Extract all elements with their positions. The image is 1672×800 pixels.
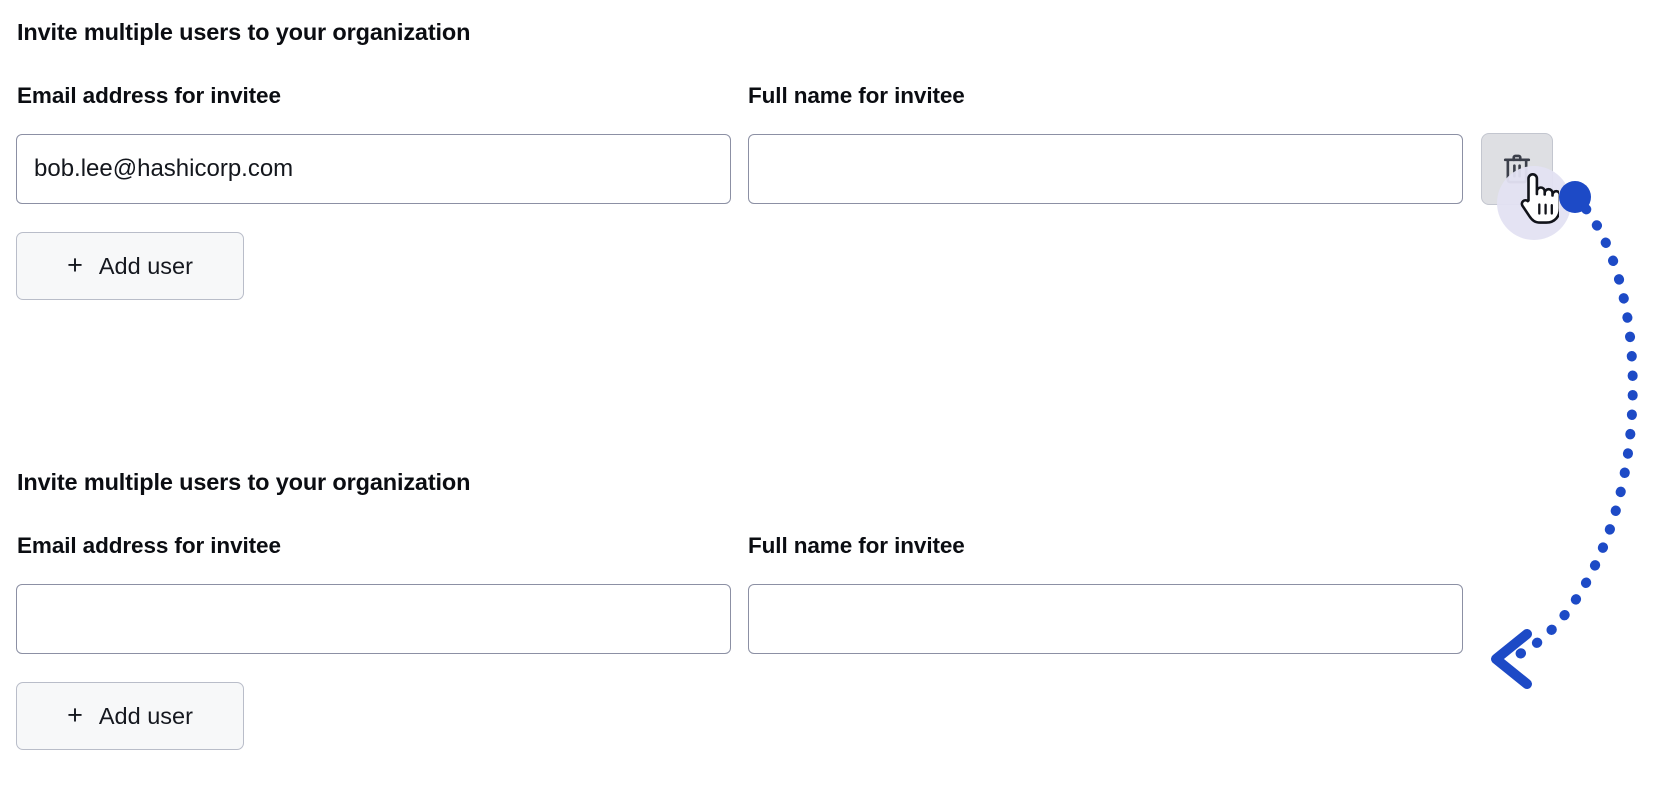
fullname-field-label-2: Full name for invitee [748, 533, 965, 558]
page-title-2: Invite multiple users to your organizati… [17, 469, 471, 495]
fullname-input[interactable] [748, 134, 1463, 204]
add-user-button-label: Add user [98, 252, 193, 279]
page-title: Invite multiple users to your organizati… [17, 19, 471, 45]
email-field-label-2: Email address for invitee [17, 533, 281, 558]
plus-icon-2: + [67, 699, 83, 730]
fullname-input-2[interactable] [748, 584, 1463, 654]
cursor-halo [1497, 166, 1571, 240]
email-field-label: Email address for invitee [17, 83, 281, 108]
plus-icon: + [67, 249, 83, 280]
annotation-dotted-curve [1503, 204, 1638, 664]
add-user-button-label-2: Add user [98, 702, 193, 729]
add-user-button-2[interactable]: + Add user [16, 682, 244, 750]
fullname-field-label: Full name for invitee [748, 83, 965, 108]
annotation-arrow-head [1491, 629, 1532, 689]
email-input[interactable] [16, 134, 731, 204]
email-input-2[interactable] [16, 584, 731, 654]
add-user-button[interactable]: + Add user [16, 232, 244, 300]
